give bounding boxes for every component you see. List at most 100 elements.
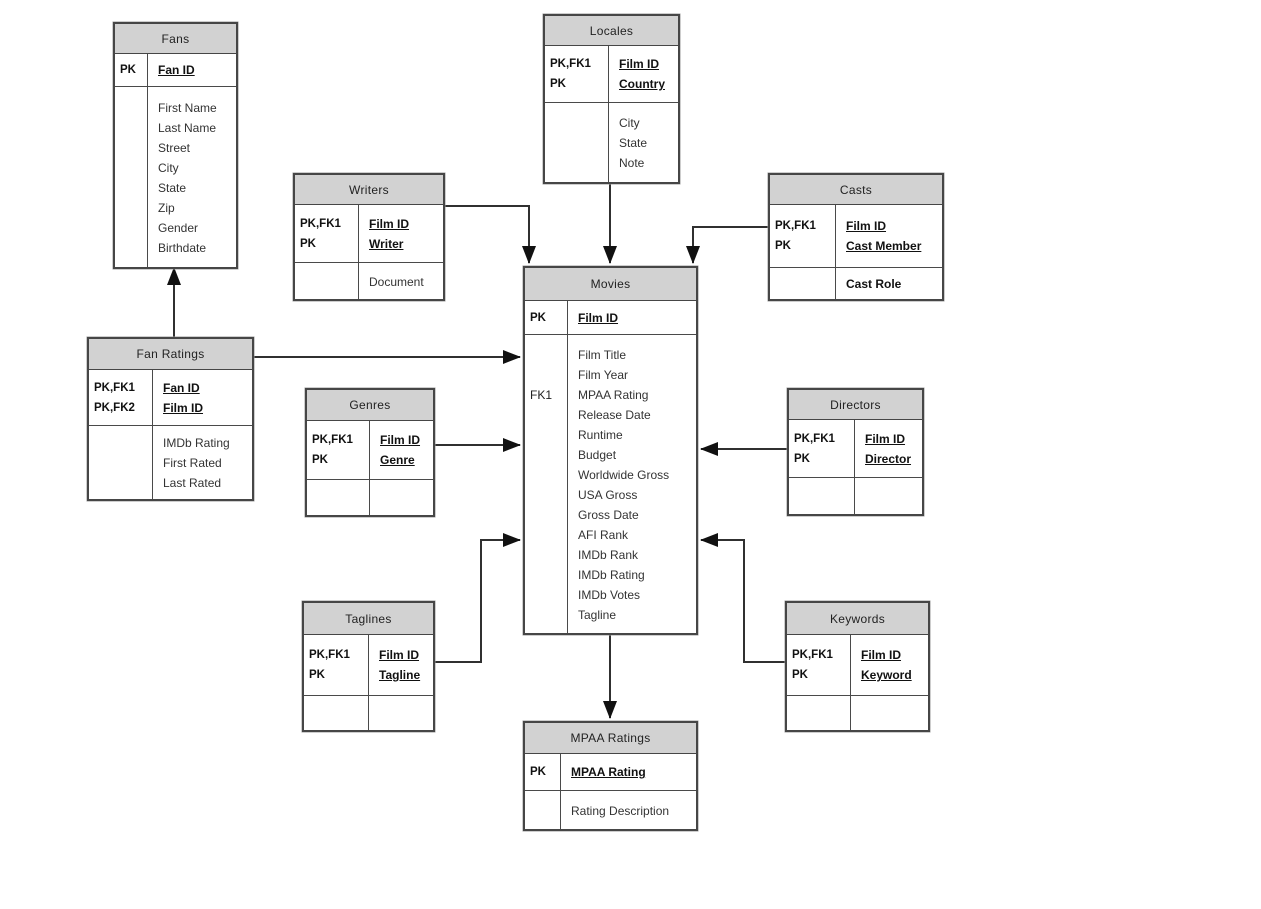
entity-title: Casts [839,182,873,197]
field-name: Note [619,156,645,170]
field-column [851,696,928,730]
field-name: Street [158,141,191,155]
attribute-section [789,477,922,514]
field-column: Cast Role [836,268,942,299]
field-name: State [619,136,648,150]
field-key-tag [550,153,608,173]
field-key-tag: PK [794,453,810,465]
field-name: Runtime [578,428,623,442]
field-key-tag [120,118,147,138]
entity-title: Writers [349,182,389,197]
attribute-section: Rating Description [525,790,696,829]
field-key-tag [530,565,567,585]
field-key-tag [94,453,152,473]
entity-title-bar: Keywords [787,603,928,635]
field-key-tag: PK,FK1 [792,649,833,661]
field-key-tag: PK,FK1 [775,220,816,232]
field-name: Cast Role [846,277,902,291]
field-key-tag: PK,FK1 [550,58,591,70]
field-name: Film ID [861,648,902,662]
entity-title-bar: Movies [525,268,696,301]
key-label-column [787,696,851,730]
field-key-tag [530,525,567,545]
field-name: Film ID [379,648,420,662]
key-section: PK Film ID [525,301,696,334]
field-key-tag [120,98,147,118]
field-key-tag [94,473,152,493]
entity-title-bar: Taglines [304,603,433,635]
field-key-tag: PK,FK1 [94,382,135,394]
field-key-tag [120,238,147,258]
field-name: Fan ID [158,63,195,77]
field-column [855,478,922,514]
field-key-tag [530,545,567,565]
entity-title: Directors [830,397,881,412]
field-name: State [158,181,187,195]
field-name: Film ID [163,401,204,415]
field-key-tag: PK [309,669,325,681]
entity-title: Movies [590,277,631,291]
field-key-tag: PK [530,312,546,324]
entity-title-bar: Casts [770,175,942,205]
entity-title-bar: Fan Ratings [89,339,252,370]
connector-casts-to-movies [686,226,768,264]
field-name: Last Name [158,121,217,135]
entity-title: MPAA Ratings [570,731,651,745]
field-key-tag [530,365,567,385]
field-name: Birthdate [158,241,207,255]
field-key-tag [550,113,608,133]
field-column: Document [359,263,443,299]
field-key-tag [530,605,567,625]
entity-title-bar: Writers [295,175,443,205]
field-name: Worldwide Gross [578,468,670,482]
field-name: IMDb Rating [163,436,230,450]
field-name: Keyword [861,668,912,682]
key-label-column [770,268,836,299]
field-name: Writer [369,237,404,251]
field-key-tag [530,585,567,605]
field-name: IMDb Votes [578,588,641,602]
field-key-tag: PK [120,64,136,76]
field-name: Cast Member [846,239,922,253]
field-column: Film ID [568,301,696,334]
entity-title-bar: Locales [545,16,678,46]
field-column: MPAA Rating [561,754,696,790]
field-name: Document [369,275,424,289]
field-name: Film ID [619,57,660,71]
field-name: Budget [578,448,617,462]
field-name: Genre [380,453,415,467]
key-label-column [89,426,153,499]
attribute-section [304,695,433,730]
field-name: Director [865,452,912,466]
key-label-column [525,791,561,829]
field-key-tag [300,272,358,292]
field-key-tag [94,433,152,453]
field-key-tag [530,345,567,365]
field-name: AFI Rank [578,528,629,542]
entity-title-bar: Genres [307,390,433,421]
field-key-tag [530,485,567,505]
field-name: Gender [158,221,199,235]
field-name: Fan ID [163,381,200,395]
key-label-column: PK [115,54,148,86]
field-key-tag: PK,FK1 [794,433,835,445]
key-label-column: FK1 [525,335,568,633]
field-name: IMDb Rating [578,568,645,582]
field-name: Zip [158,201,175,215]
